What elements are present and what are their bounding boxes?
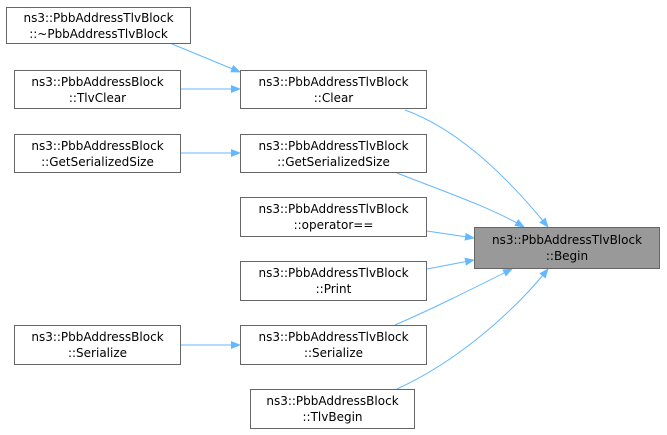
edge-ab-tlvbegin-to-begin	[396, 268, 549, 390]
node-serialize[interactable]: ns3::PbbAddressTlvBlock ::Serialize	[240, 325, 427, 365]
edge-getserializedsize-to-begin	[396, 172, 525, 228]
node-ab-getserializedsize[interactable]: ns3::PbbAddressBlock ::GetSerializedSize	[14, 134, 181, 173]
node-destructor[interactable]: ns3::PbbAddressTlvBlock ::~PbbAddressTlv…	[6, 7, 191, 44]
node-ab-tlvbegin-line1: ns3::PbbAddressBlock	[266, 394, 399, 408]
node-print-line1: ns3::PbbAddressTlvBlock	[258, 266, 409, 280]
node-ab-tlvclear-line2: ::TlvClear	[68, 90, 127, 105]
node-operator-eq-line2: ::operator==	[293, 218, 374, 232]
node-destructor-line1: ns3::PbbAddressTlvBlock	[23, 10, 174, 25]
node-ab-tlvclear[interactable]: ns3::PbbAddressBlock ::TlvClear	[14, 70, 181, 109]
node-clear[interactable]: ns3::PbbAddressTlvBlock ::Clear	[240, 70, 427, 109]
node-destructor-line2: ::~PbbAddressTlvBlock	[29, 26, 168, 41]
node-ab-tlvbegin-line2: ::TlvBegin	[302, 410, 363, 424]
node-operator-eq-line1: ns3::PbbAddressTlvBlock	[258, 202, 409, 216]
node-print[interactable]: ns3::PbbAddressTlvBlock ::Print	[240, 261, 427, 301]
node-ab-tlvbegin[interactable]: ns3::PbbAddressBlock ::TlvBegin	[250, 389, 415, 429]
node-clear-line2: ::Clear	[313, 90, 354, 105]
node-clear-line1: ns3::PbbAddressTlvBlock	[258, 74, 409, 89]
node-getserializedsize-line2: ::GetSerializedSize	[277, 154, 390, 169]
edge-destructor-to-clear	[171, 43, 241, 73]
node-begin-line2: ::Begin	[545, 249, 589, 263]
node-operator-eq[interactable]: ns3::PbbAddressTlvBlock ::operator==	[240, 197, 427, 237]
node-serialize-line2: ::Serialize	[303, 346, 364, 360]
edge-serialize-to-begin	[394, 268, 513, 326]
edge-print-to-begin	[426, 257, 475, 270]
node-ab-getserializedsize-line2: ::GetSerializedSize	[41, 154, 154, 169]
node-getserializedsize-line1: ns3::PbbAddressTlvBlock	[258, 138, 409, 153]
node-ab-tlvclear-line1: ns3::PbbAddressBlock	[31, 74, 164, 89]
node-ab-getserializedsize-line1: ns3::PbbAddressBlock	[31, 138, 164, 153]
node-ab-serialize[interactable]: ns3::PbbAddressBlock ::Serialize	[14, 325, 181, 365]
edge-clear-to-begin	[404, 109, 549, 228]
node-begin: ns3::PbbAddressTlvBlock ::Begin	[474, 227, 660, 269]
node-ab-serialize-line2: ::Serialize	[67, 346, 128, 360]
node-begin-line1: ns3::PbbAddressTlvBlock	[491, 233, 643, 247]
node-print-line2: ::Print	[315, 282, 352, 296]
node-serialize-line1: ns3::PbbAddressTlvBlock	[258, 330, 409, 344]
node-getserializedsize[interactable]: ns3::PbbAddressTlvBlock ::GetSerializedS…	[240, 134, 427, 173]
node-ab-serialize-line1: ns3::PbbAddressBlock	[31, 330, 164, 344]
edge-operator-eq-to-begin	[426, 230, 475, 241]
